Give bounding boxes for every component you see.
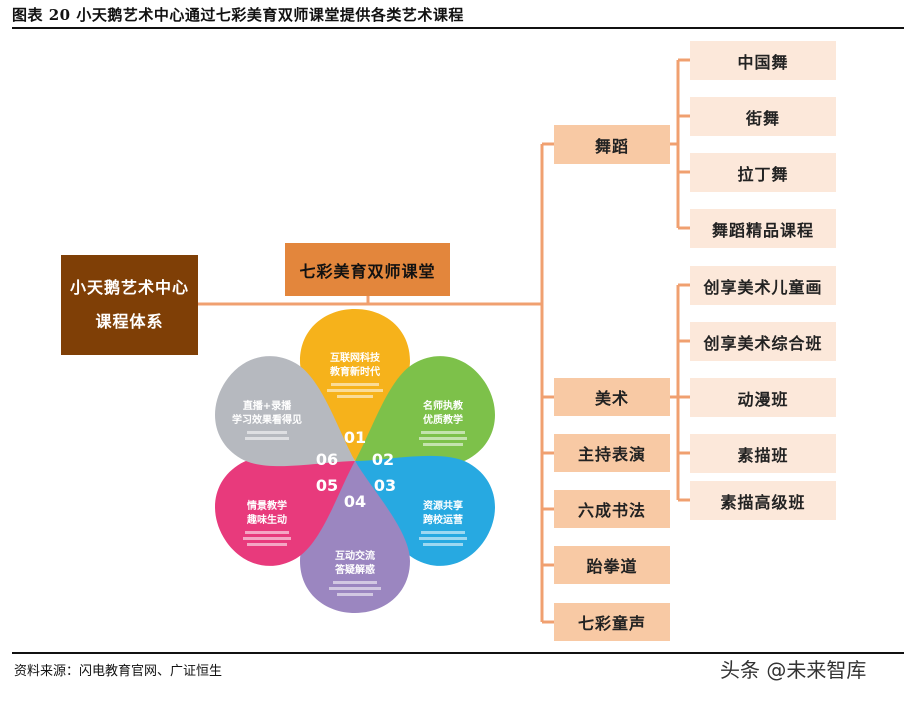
petal-02-title-2: 优质教学: [423, 413, 463, 426]
petal-small-text-lines: [243, 383, 467, 596]
petal-05-number: 05: [316, 476, 338, 495]
petal-04-title-2: 答疑解惑: [334, 563, 375, 576]
art-course: 创享美术儿童画: [690, 266, 836, 305]
center-node: 七彩美育双师课堂: [285, 243, 450, 296]
petal-02-title-1: 名师执教: [423, 399, 464, 412]
petal-04-number: 04: [344, 492, 366, 511]
dance-course: 街舞: [690, 97, 836, 136]
source-note: 资料来源：闪电教育官网、广证恒生: [14, 664, 223, 679]
art-course: 创享美术综合班: [690, 322, 836, 361]
art-course: 动漫班: [690, 378, 836, 417]
petal-03-title-2: 跨校运营: [423, 513, 463, 526]
petal-06-title-1: 直播+录播: [243, 399, 292, 412]
dance-course: 舞蹈精品课程: [690, 209, 836, 248]
petal-01-number: 01: [344, 428, 366, 447]
dance-course: 中国舞: [690, 41, 836, 80]
petal-04-title-1: 互动交流: [335, 549, 375, 562]
petal-06-number: 06: [316, 450, 338, 469]
category-art: 美术: [554, 378, 670, 416]
petal-05-title-1: 情景教学: [247, 499, 287, 512]
category-calligraphy: 六成书法: [554, 490, 670, 528]
petal-03-number: 03: [374, 476, 396, 495]
petal-03-title-1: 资源共享: [423, 499, 463, 512]
art-course: 素描班: [690, 434, 836, 473]
petal-05-title-2: 趣味生动: [246, 513, 287, 526]
root-node: 小天鹅艺术中心 课程体系: [61, 255, 198, 355]
petal-01-title-1: 互联网科技: [330, 351, 381, 364]
category-choir: 七彩童声: [554, 603, 670, 641]
category-taekwondo: 跆拳道: [554, 546, 670, 584]
art-course: 素描高级班: [690, 481, 836, 520]
root-line-1: 小天鹅艺术中心: [69, 278, 189, 297]
petal-02-number: 02: [372, 450, 394, 469]
title-divider: [12, 27, 904, 29]
petal-01-title-2: 教育新时代: [329, 365, 380, 378]
category-dance: 舞蹈: [554, 125, 670, 164]
petal-06-title-2: 学习效果看得见: [232, 413, 302, 426]
root-line-2: 课程体系: [95, 312, 164, 331]
footer-divider: [12, 652, 904, 654]
watermark: 头条 @未来智库: [720, 658, 867, 682]
figure-title: 图表 20 小天鹅艺术中心通过七彩美育双师课堂提供各类艺术课程: [12, 6, 464, 24]
dance-course: 拉丁舞: [690, 153, 836, 192]
category-hosting: 主持表演: [554, 434, 670, 472]
flower-graphic: 互联网科技 教育新时代 01 名师执教 优质教学 02 资源共享 跨校运营 03…: [205, 309, 505, 613]
